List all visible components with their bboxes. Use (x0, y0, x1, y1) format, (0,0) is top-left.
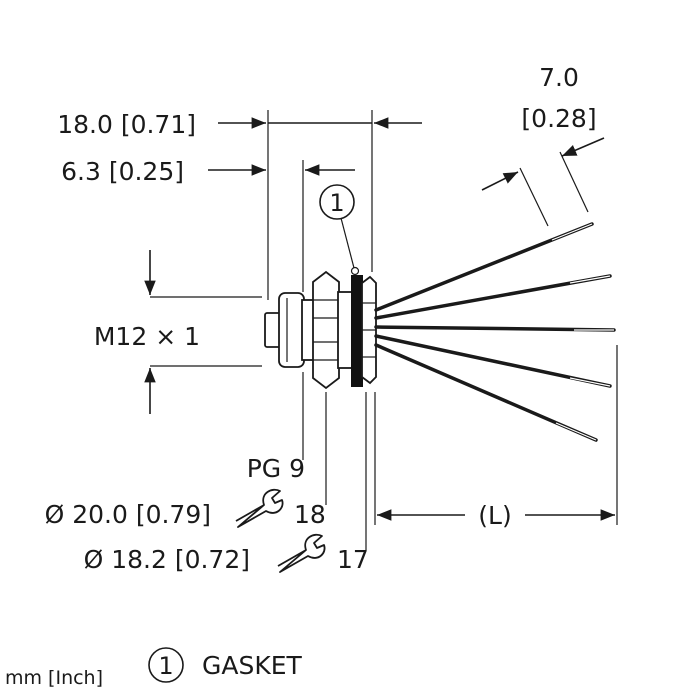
connector-front-shell (278, 292, 305, 368)
dim-cable-length: (L) (478, 501, 511, 530)
dim-nut-diameter-front: Ø 20.0 [0.79] (45, 500, 211, 529)
gasket (351, 275, 363, 387)
callout-number: 1 (329, 189, 344, 217)
dimension-lines (144, 117, 615, 521)
dim-overall-length: 18.0 [0.71] (57, 110, 196, 139)
wire-bundle (374, 222, 616, 442)
extension-lines (150, 110, 618, 550)
dim-wrench-size-front: 18 (294, 500, 326, 529)
dim-wire-strip-inch: [0.28] (521, 104, 596, 133)
wrench-icon (277, 533, 326, 573)
numbered-circle-icon (319, 184, 355, 220)
legend-label: GASKET (202, 651, 303, 680)
dim-nut-diameter-rear: Ø 18.2 [0.72] (84, 545, 250, 574)
dim-thread: M12 × 1 (94, 322, 200, 351)
legend-number: 1 (158, 652, 173, 680)
connector-body (264, 270, 377, 390)
dim-flange-length: 6.3 [0.25] (61, 157, 184, 186)
dim-wrench-size-rear: 17 (337, 545, 369, 574)
callout-marker: 1 (319, 184, 355, 220)
dim-wire-strip: 7.0 (539, 63, 579, 92)
hex-nut-front (312, 270, 340, 390)
wrench-icon (235, 488, 284, 528)
numbered-circle-icon (148, 647, 184, 683)
dim-panel-thread: PG 9 (247, 454, 305, 483)
connector-mid-body (337, 291, 353, 369)
units-note: mm [Inch] (5, 667, 103, 689)
legend-gasket: 1 GASKET (148, 647, 303, 683)
